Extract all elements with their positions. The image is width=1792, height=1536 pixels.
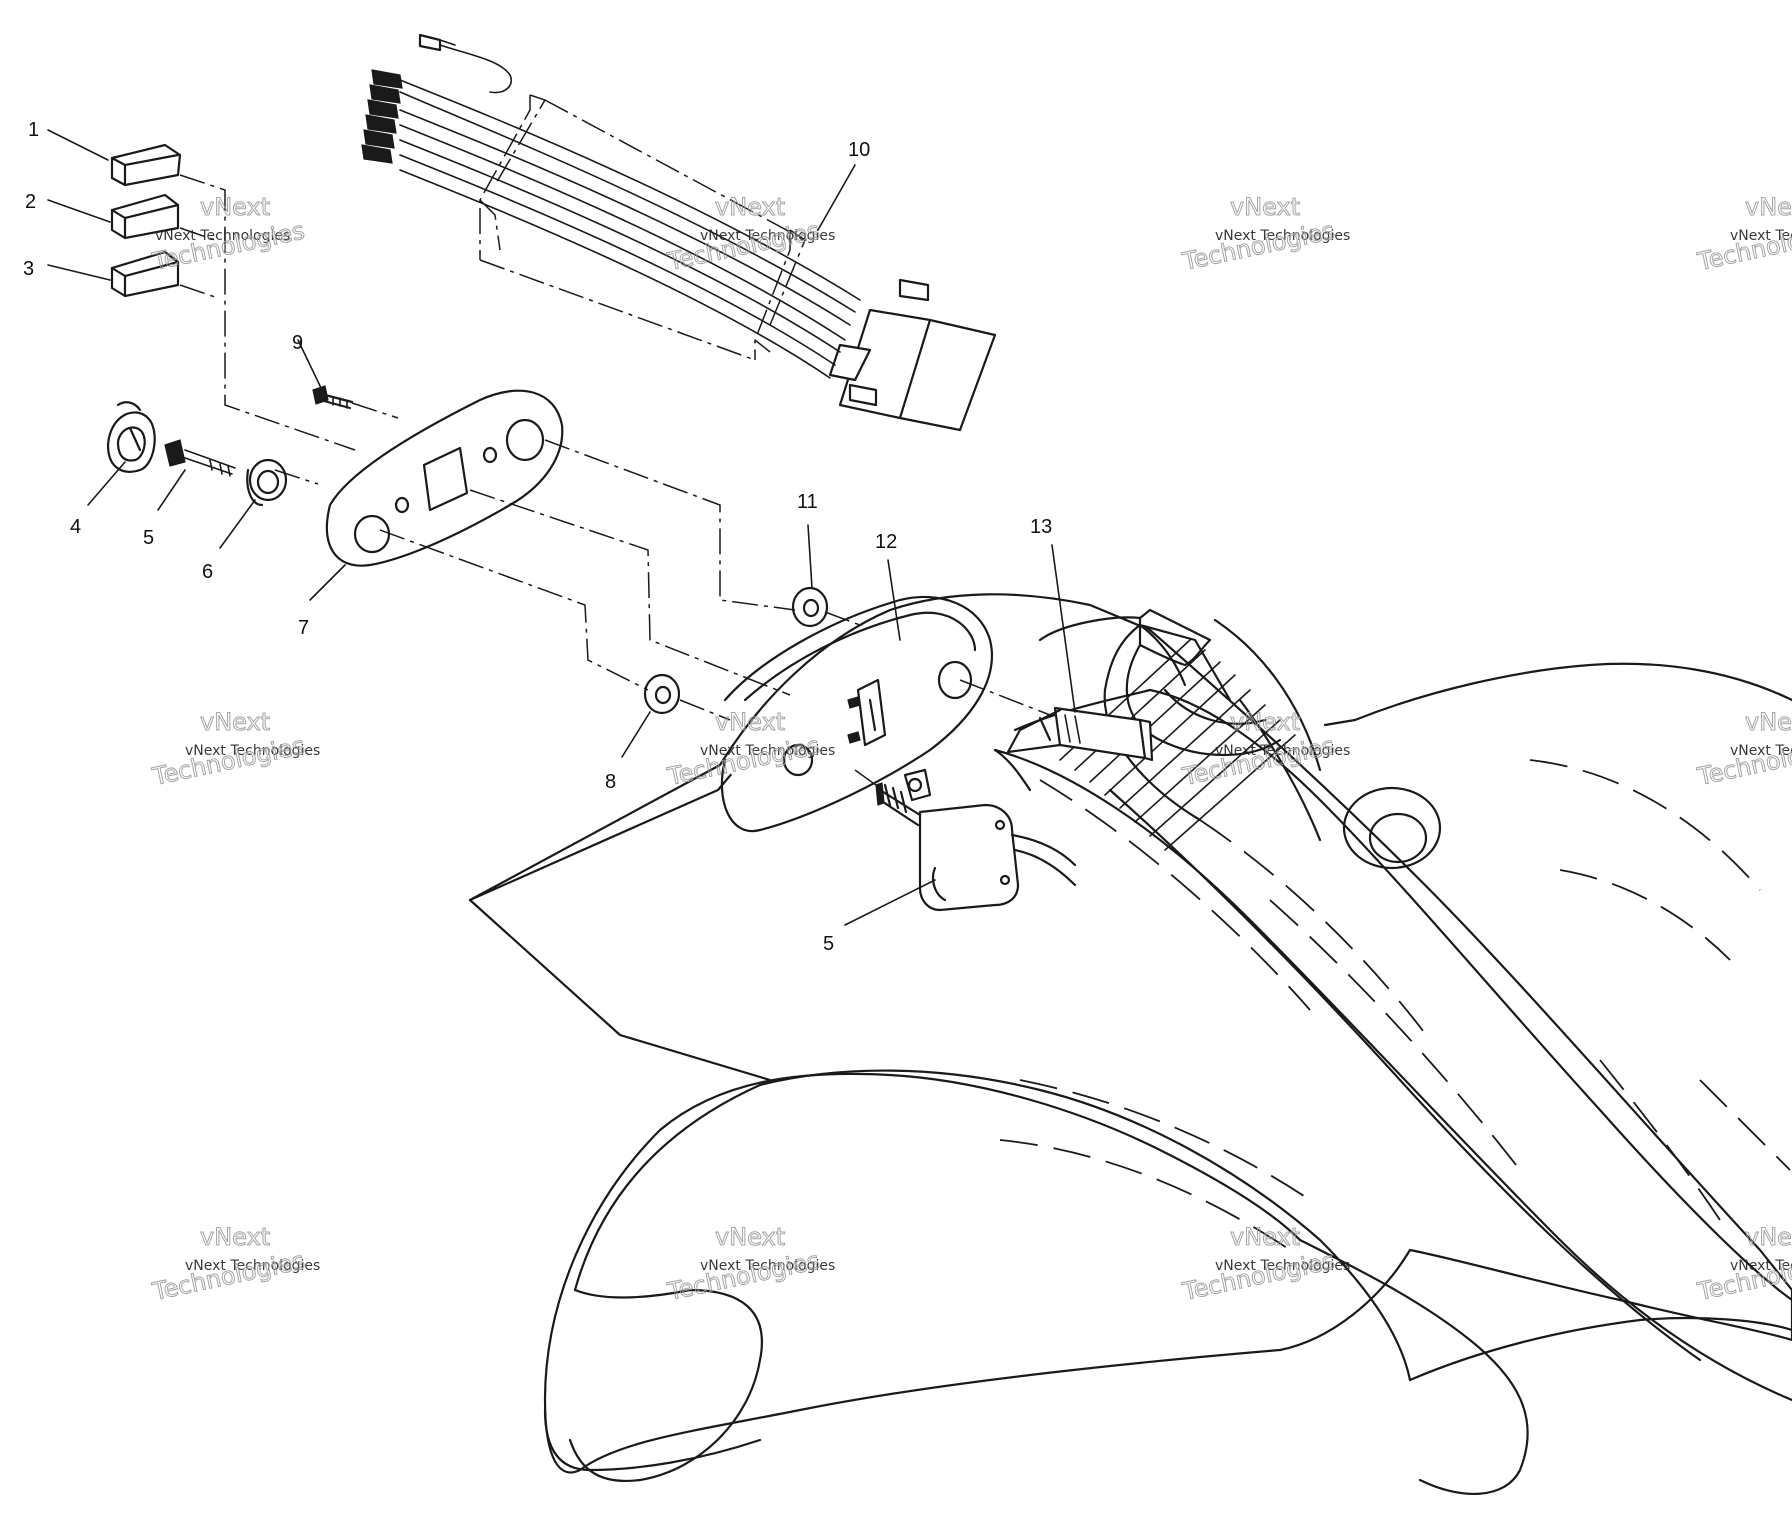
callout-13: 13 (1030, 516, 1052, 538)
svg-text:Technologies: Technologies (149, 731, 307, 791)
indicator-lens-2 (110, 193, 180, 240)
key-switch-body (875, 768, 1077, 912)
callout-2: 2 (25, 191, 36, 213)
svg-text:vNext: vNext (715, 1223, 785, 1251)
callout-3: 3 (23, 258, 34, 280)
svg-text:vNext Technologies: vNext Technologies (700, 1258, 835, 1274)
svg-text:vNext Technologies: vNext Technologies (1730, 743, 1792, 759)
assembly-guide-lines (179, 174, 1051, 789)
svg-text:Technologies: Technologies (1694, 731, 1792, 791)
svg-text:Technologies: Technologies (149, 1246, 307, 1306)
grab-rail (1038, 608, 1282, 757)
ignition-key-5 (164, 439, 236, 477)
svg-text:vNext Technologies: vNext Technologies (185, 1258, 320, 1274)
key-bezel-6 (246, 458, 288, 507)
svg-text:vNext Technologies: vNext Technologies (185, 743, 320, 759)
callout-7: 7 (298, 617, 309, 639)
svg-text:vNext: vNext (200, 708, 270, 736)
washer-11 (791, 586, 829, 628)
callout-5-bottom: 5 (823, 933, 834, 955)
wiring-harness-10 (361, 33, 997, 432)
callout-12: 12 (875, 531, 897, 553)
indicator-lens-3 (110, 250, 180, 298)
callout-4: 4 (70, 516, 81, 538)
svg-text:vNext: vNext (1230, 708, 1300, 736)
svg-text:vNext: vNext (200, 193, 270, 221)
svg-text:vNext: vNext (200, 1223, 270, 1251)
switch-plate-7 (325, 389, 564, 567)
svg-text:vNext: vNext (1745, 1223, 1792, 1251)
indicator-lens-1 (110, 143, 182, 187)
svg-text:vNext: vNext (1745, 193, 1792, 221)
svg-text:vNext Technologies: vNext Technologies (1215, 228, 1350, 244)
callout-9: 9 (292, 332, 303, 354)
svg-text:Technologies: Technologies (1694, 216, 1792, 276)
callout-11: 11 (797, 491, 818, 513)
svg-text:vNext: vNext (715, 193, 785, 221)
svg-text:vNext Technologies: vNext Technologies (1215, 743, 1350, 759)
svg-text:vNext: vNext (1745, 708, 1792, 736)
svg-text:vNext: vNext (715, 708, 785, 736)
svg-text:vNext Technologies: vNext Technologies (1730, 1258, 1792, 1274)
watermark-r1c3: vNext vNext Technologies Technologies (1179, 193, 1350, 277)
svg-text:vNext Technologies: vNext Technologies (155, 228, 290, 244)
watermark-r3c1: vNext vNext Technologies Technologies (149, 1223, 320, 1307)
watermark-r1c4: vNext vNext Technologies Technologies (1694, 193, 1792, 277)
svg-text:vNext Technologies: vNext Technologies (700, 743, 835, 759)
svg-text:Technologies: Technologies (664, 216, 822, 276)
svg-text:vNext: vNext (1230, 193, 1300, 221)
ignition-nut-4 (106, 401, 156, 473)
washer-8 (643, 673, 681, 715)
callout-5-top: 5 (143, 527, 154, 549)
callout-10: 10 (848, 139, 870, 161)
leader-lines (47, 129, 1076, 926)
svg-text:vNext Technologies: vNext Technologies (1215, 1258, 1350, 1274)
watermark-r2c4: vNext vNext Technologies Technologies (1694, 708, 1792, 792)
callout-labels: 1 2 3 4 5 6 7 8 9 10 11 12 13 5 (23, 119, 1052, 955)
center-rib (993, 618, 1792, 1402)
callout-8: 8 (605, 771, 616, 793)
fender-body (468, 593, 1792, 1495)
toggle-switch-13 (1006, 706, 1154, 762)
callout-1: 1 (28, 119, 39, 141)
svg-text:vNext Technologies: vNext Technologies (700, 228, 835, 244)
svg-text:vNext Technologies: vNext Technologies (1730, 228, 1792, 244)
callout-6: 6 (202, 561, 213, 583)
watermark-r1c2: vNext vNext Technologies Technologies (664, 193, 835, 277)
watermark-r2c1: vNext vNext Technologies Technologies (149, 708, 320, 792)
screw-9 (312, 385, 354, 410)
svg-text:vNext: vNext (1230, 1223, 1300, 1251)
svg-text:Technologies: Technologies (1179, 216, 1337, 276)
